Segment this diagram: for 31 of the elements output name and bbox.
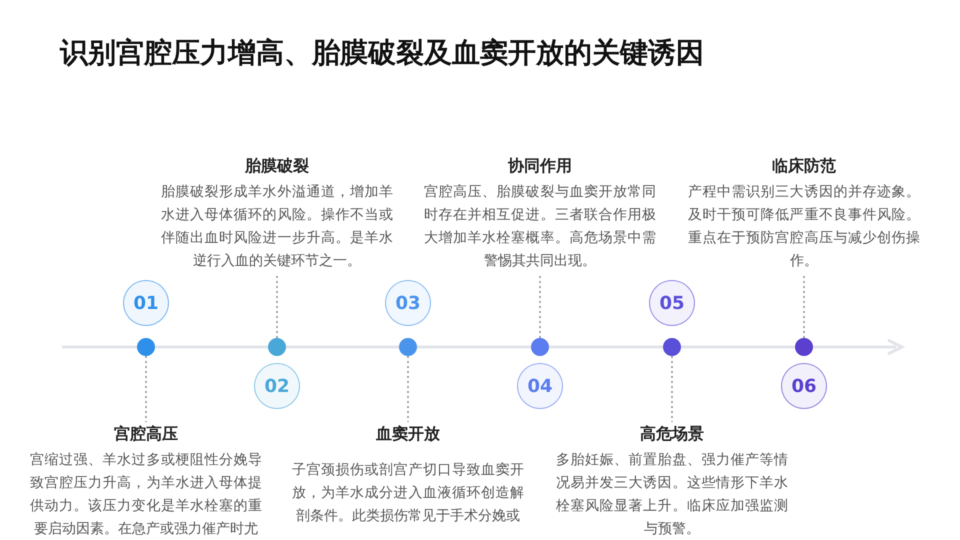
step-title: 血窦开放 [376, 424, 440, 445]
timeline-dot [399, 338, 417, 356]
step-description: 产程中需识别三大诱因的并存迹象。及时干预可降低严重不良事件风险。重点在于预防宫腔高压与减少创伤操作。 [688, 183, 920, 271]
step-number-circle: 02 [254, 363, 300, 409]
timeline-dot [268, 338, 286, 356]
step-title: 协同作用 [508, 156, 572, 177]
step-description: 胎膜破裂形成羊水外溢通道，增加羊水进入母体循环的风险。操作不当或伴随出血时风险进一步升高。是羊水逆行入血的关键环节之一。 [161, 183, 393, 271]
step-title: 胎膜破裂 [245, 156, 309, 177]
leader-line [803, 275, 805, 338]
step-number-circle: 03 [385, 280, 431, 326]
leader-line [407, 356, 409, 422]
step-description: 多胎妊娠、前置胎盘、强力催产等情况易并发三大诱因。这些情形下羊水栓塞风险显著上升。临床应加强监测与预警。 [556, 451, 788, 539]
step-description: 子宫颈损伤或剖宫产切口导致血窦开放，为羊水成分进入血液循环创造解剖条件。此类损伤常见于手术分娩或 [292, 461, 524, 526]
step-title: 宫腔高压 [114, 424, 178, 445]
step-number-circle: 06 [781, 363, 827, 409]
timeline-dot [531, 338, 549, 356]
leader-line [145, 356, 147, 422]
step-title: 高危场景 [640, 424, 704, 445]
leader-line [539, 275, 541, 338]
timeline-dot [137, 338, 155, 356]
step-description: 宫腔高压、胎膜破裂与血窦开放常同时存在并相互促进。三者联合作用极大增加羊水栓塞概率。高危场景中需警惕其共同出现。 [424, 183, 656, 271]
timeline-dot [795, 338, 813, 356]
step-description: 宫缩过强、羊水过多或梗阻性分娩导致宫腔压力升高，为羊水进入母体提供动力。该压力变化是羊水栓塞的重要启动因素。在急产或强力催产时尤 [30, 451, 262, 539]
step-title: 临床防范 [772, 156, 836, 177]
timeline-dot [663, 338, 681, 356]
step-number-circle: 05 [649, 280, 695, 326]
page-title: 识别宫腔压力增高、胎膜破裂及血窦开放的关键诱因 [60, 35, 704, 71]
leader-line [276, 275, 278, 338]
leader-line [671, 356, 673, 422]
step-number-circle: 04 [517, 363, 563, 409]
step-number-circle: 01 [123, 280, 169, 326]
